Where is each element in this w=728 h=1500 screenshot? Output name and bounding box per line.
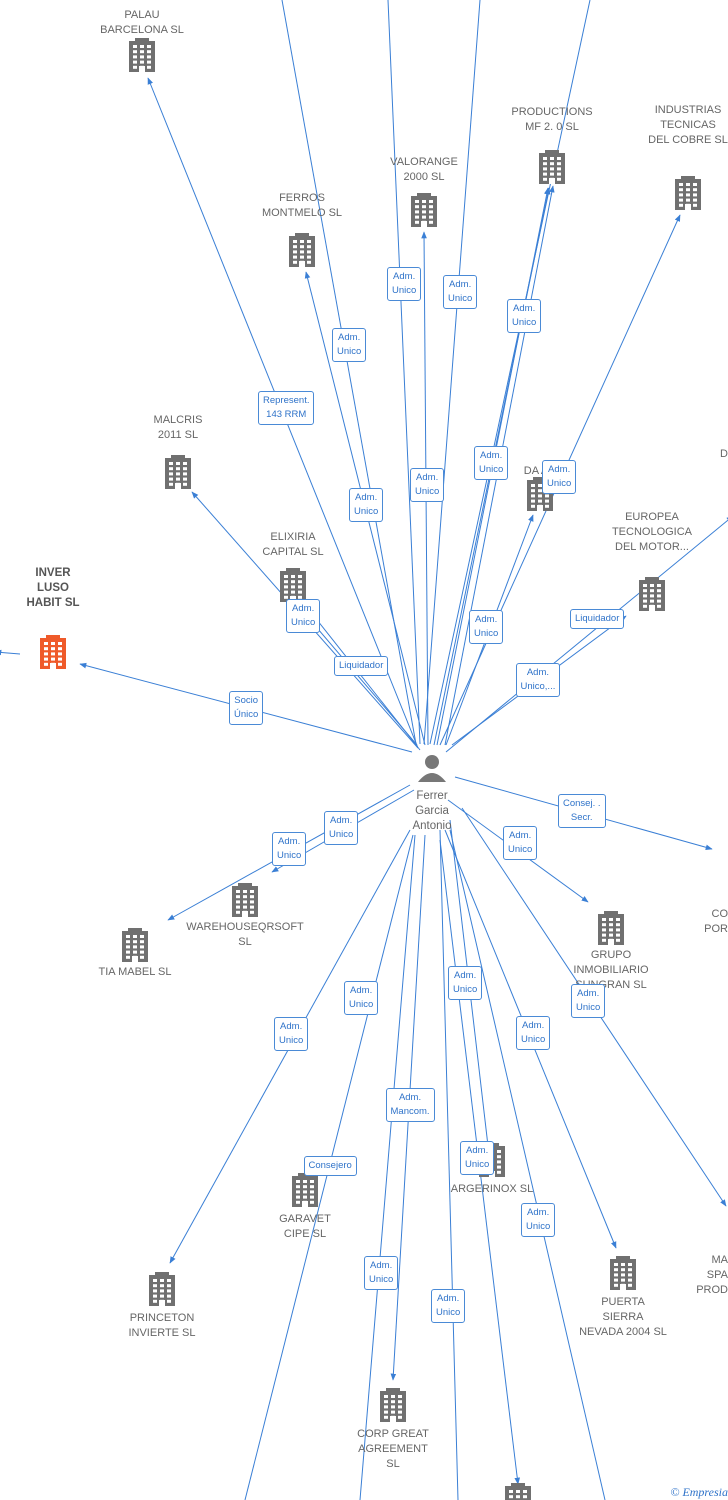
building-icon[interactable] <box>292 1173 318 1207</box>
building-icon[interactable] <box>675 176 701 210</box>
relation-edge <box>0 649 21 656</box>
company-label-right-d[interactable]: D <box>720 448 728 460</box>
copyright-symbol: © <box>670 1485 680 1499</box>
relation-label[interactable]: Adm. Unico <box>286 599 321 633</box>
company-label-elixiria[interactable]: ELIXIRIA CAPITAL SL <box>262 531 324 558</box>
company-label-princeton[interactable]: PRINCETON INVIERTE SL <box>128 1312 196 1339</box>
relation-label[interactable]: Adm. Unico <box>324 811 359 845</box>
building-icon[interactable] <box>232 883 258 917</box>
relation-label[interactable]: Adm. Unico <box>387 267 422 301</box>
relation-label[interactable]: Consej. . Secr. <box>558 794 606 828</box>
relation-label[interactable]: Adm. Unico <box>542 460 577 494</box>
building-icon[interactable] <box>505 1483 531 1500</box>
relation-label[interactable]: Adm. Unico <box>474 446 509 480</box>
company-label-warehouse[interactable]: WAREHOUSEQRSOFT SL <box>186 921 304 948</box>
building-icon[interactable] <box>129 38 155 72</box>
relation-label[interactable]: Adm. Unico <box>507 299 542 333</box>
copyright-footer: © Empresia <box>670 1485 728 1500</box>
relation-edge <box>387 0 421 745</box>
building-icon[interactable] <box>639 577 665 611</box>
company-label-grupo[interactable]: GRUPO INMOBILIARIO SUNGRAN SL <box>573 949 649 991</box>
relation-edge <box>281 0 417 745</box>
company-label-valorange[interactable]: VALORANGE 2000 SL <box>390 156 458 183</box>
company-label-garavet[interactable]: GARAVET CIPE SL <box>279 1213 331 1240</box>
relation-label[interactable]: Adm. Unico <box>332 328 367 362</box>
relation-edge <box>445 515 728 753</box>
relation-edge <box>429 0 591 745</box>
relation-label[interactable]: Liquidador <box>570 609 625 629</box>
relation-edge <box>439 829 459 1500</box>
relation-edge <box>423 0 481 745</box>
company-label-ferros[interactable]: FERROS MONTMELO SL <box>261 192 343 219</box>
relation-label[interactable]: Adm. Unico <box>272 832 307 866</box>
relation-label[interactable]: Adm. Unico <box>469 610 504 644</box>
relation-label[interactable]: Consejero <box>303 1156 357 1176</box>
relation-label[interactable]: Adm. Unico <box>448 966 483 1000</box>
relation-label[interactable]: Adm. Unico <box>571 984 606 1018</box>
company-label-productions[interactable]: PRODUCTIONS MF 2. 0 SL <box>511 106 593 133</box>
relation-label[interactable]: Adm. Unico <box>443 275 478 309</box>
relation-label[interactable]: Adm. Unico <box>349 488 384 522</box>
company-label-tia-mabel[interactable]: TIA MABEL SL <box>98 966 172 978</box>
relation-label[interactable]: Adm. Unico <box>431 1289 466 1323</box>
company-label-malcris[interactable]: MALCRIS 2011 SL <box>153 414 203 441</box>
building-icon[interactable] <box>280 568 306 602</box>
relation-label[interactable]: Adm. Unico,... <box>515 663 561 697</box>
relation-label[interactable]: Adm. Unico <box>410 468 445 502</box>
company-label-inver-luso[interactable]: INVER LUSO HABIT SL <box>26 567 80 609</box>
relation-label[interactable]: Adm. Unico <box>344 981 379 1015</box>
relation-edge <box>359 834 416 1500</box>
brand-logo[interactable]: Empresia <box>682 1485 728 1499</box>
company-label-right-ma[interactable]: MA SPA PROD <box>696 1254 728 1296</box>
building-icon[interactable] <box>610 1256 636 1290</box>
building-icon[interactable] <box>539 150 565 184</box>
company-label-europea[interactable]: EUROPEA TECNOLOGICA DEL MOTOR... <box>611 511 693 553</box>
building-icon[interactable] <box>380 1388 406 1422</box>
relation-label[interactable]: Adm. Mancom. <box>385 1088 435 1122</box>
company-label-palau[interactable]: PALAU BARCELONA SL <box>100 9 184 36</box>
person-name[interactable]: Ferrer Garcia Antonio <box>412 790 452 832</box>
company-label-corp-great[interactable]: CORP GREAT AGREEMENT SL <box>357 1428 429 1470</box>
company-label-puerta[interactable]: PUERTA SIERRA NEVADA 2004 SL <box>579 1296 667 1338</box>
relation-label[interactable]: Adm. Unico <box>274 1017 309 1051</box>
building-icon[interactable] <box>40 635 66 669</box>
building-icon[interactable] <box>598 911 624 945</box>
relation-edge <box>449 829 606 1500</box>
building-icon[interactable] <box>165 455 191 489</box>
company-label-industrias[interactable]: INDUSTRIAS TECNICAS DEL COBRE SL <box>648 104 728 146</box>
relation-label[interactable]: Represent. 143 RRM <box>258 391 315 425</box>
relation-label[interactable]: Adm. Unico <box>503 826 538 860</box>
building-icon[interactable] <box>149 1272 175 1306</box>
building-icon[interactable] <box>411 193 437 227</box>
company-label-argerinox[interactable]: ARGERINOX SL <box>450 1183 534 1195</box>
relation-label[interactable]: Adm. Unico <box>460 1141 495 1175</box>
person-icon[interactable] <box>418 755 446 782</box>
company-label-right-co[interactable]: CO POR <box>704 908 728 935</box>
building-icon[interactable] <box>122 928 148 962</box>
relation-label[interactable]: Adm. Unico <box>521 1203 556 1237</box>
relation-label[interactable]: Socio Único <box>229 691 264 725</box>
building-icon[interactable] <box>289 233 315 267</box>
relation-label[interactable]: Adm. Unico <box>364 1256 399 1290</box>
relation-label[interactable]: Adm. Unico <box>516 1016 551 1050</box>
relation-label[interactable]: Liquidador <box>334 656 389 676</box>
